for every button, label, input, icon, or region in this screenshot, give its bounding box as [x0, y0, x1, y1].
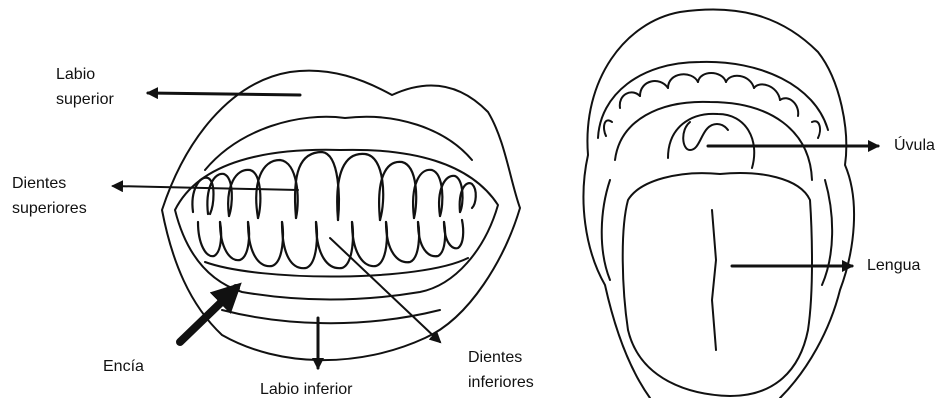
- upper-teeth-arrow: [113, 186, 298, 190]
- outer-lip-outline: [162, 71, 520, 361]
- open-mouth-illustration: [583, 9, 854, 398]
- label-uvula: Úvula: [894, 134, 935, 159]
- label-arrows: [113, 93, 878, 368]
- label-lower-lip: Labio inferior: [260, 378, 353, 403]
- outer-mouth-outline: [583, 9, 854, 398]
- front-mouth-illustration: [162, 71, 520, 361]
- tongue-side-right: [822, 180, 832, 285]
- label-lower-teeth: Dientes inferiores: [468, 346, 534, 396]
- upper-lip-inner: [205, 117, 472, 170]
- label-upper-lip: Labio superior: [56, 63, 114, 113]
- palatine-arch: [668, 114, 754, 168]
- gum-arrow: [180, 288, 236, 342]
- label-gum: Encía: [103, 355, 144, 380]
- upper-lip-arrow: [148, 93, 300, 95]
- label-upper-teeth: Dientes superiores: [12, 172, 87, 222]
- tongue-side-left: [602, 180, 610, 280]
- tongue: [623, 173, 812, 396]
- label-tongue: Lengua: [867, 254, 920, 279]
- lower-teeth-row: [198, 220, 463, 268]
- tongue-midline: [712, 210, 716, 350]
